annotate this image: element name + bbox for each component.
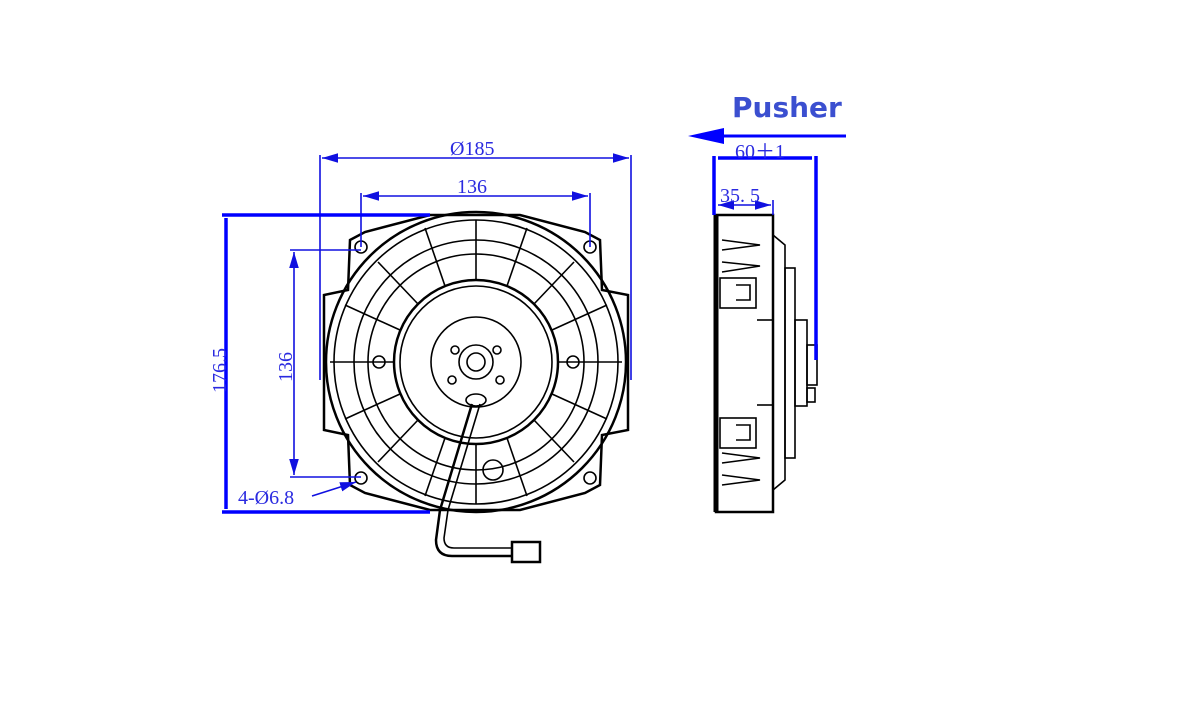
outer-diameter-label: Ø185	[450, 138, 494, 160]
fan-side-view	[713, 213, 818, 514]
dimension-mounting-holes: 4-Ø6.8	[238, 481, 357, 509]
total-depth-label: 60＋1	[735, 141, 785, 163]
dimension-hole-spacing-vertical: 136	[275, 249, 361, 478]
fan-front-view	[322, 210, 630, 564]
dimension-height: 176.5	[209, 213, 430, 514]
airflow-arrow	[688, 128, 846, 144]
mounting-holes-label: 4-Ø6.8	[238, 487, 294, 509]
hole-spacing-horizontal-label: 136	[457, 176, 487, 198]
dimension-frame-depth: 35. 5	[718, 185, 774, 215]
pusher-title: Pusher	[732, 91, 842, 124]
height-label: 176.5	[209, 348, 231, 393]
dimension-hole-spacing-horizontal: 136	[360, 176, 591, 247]
dimension-total-depth: 60＋1	[712, 141, 818, 360]
dimension-outer-diameter: Ø185	[319, 138, 632, 380]
hole-spacing-vertical-label: 136	[275, 352, 297, 382]
frame-depth-label: 35. 5	[720, 185, 760, 207]
